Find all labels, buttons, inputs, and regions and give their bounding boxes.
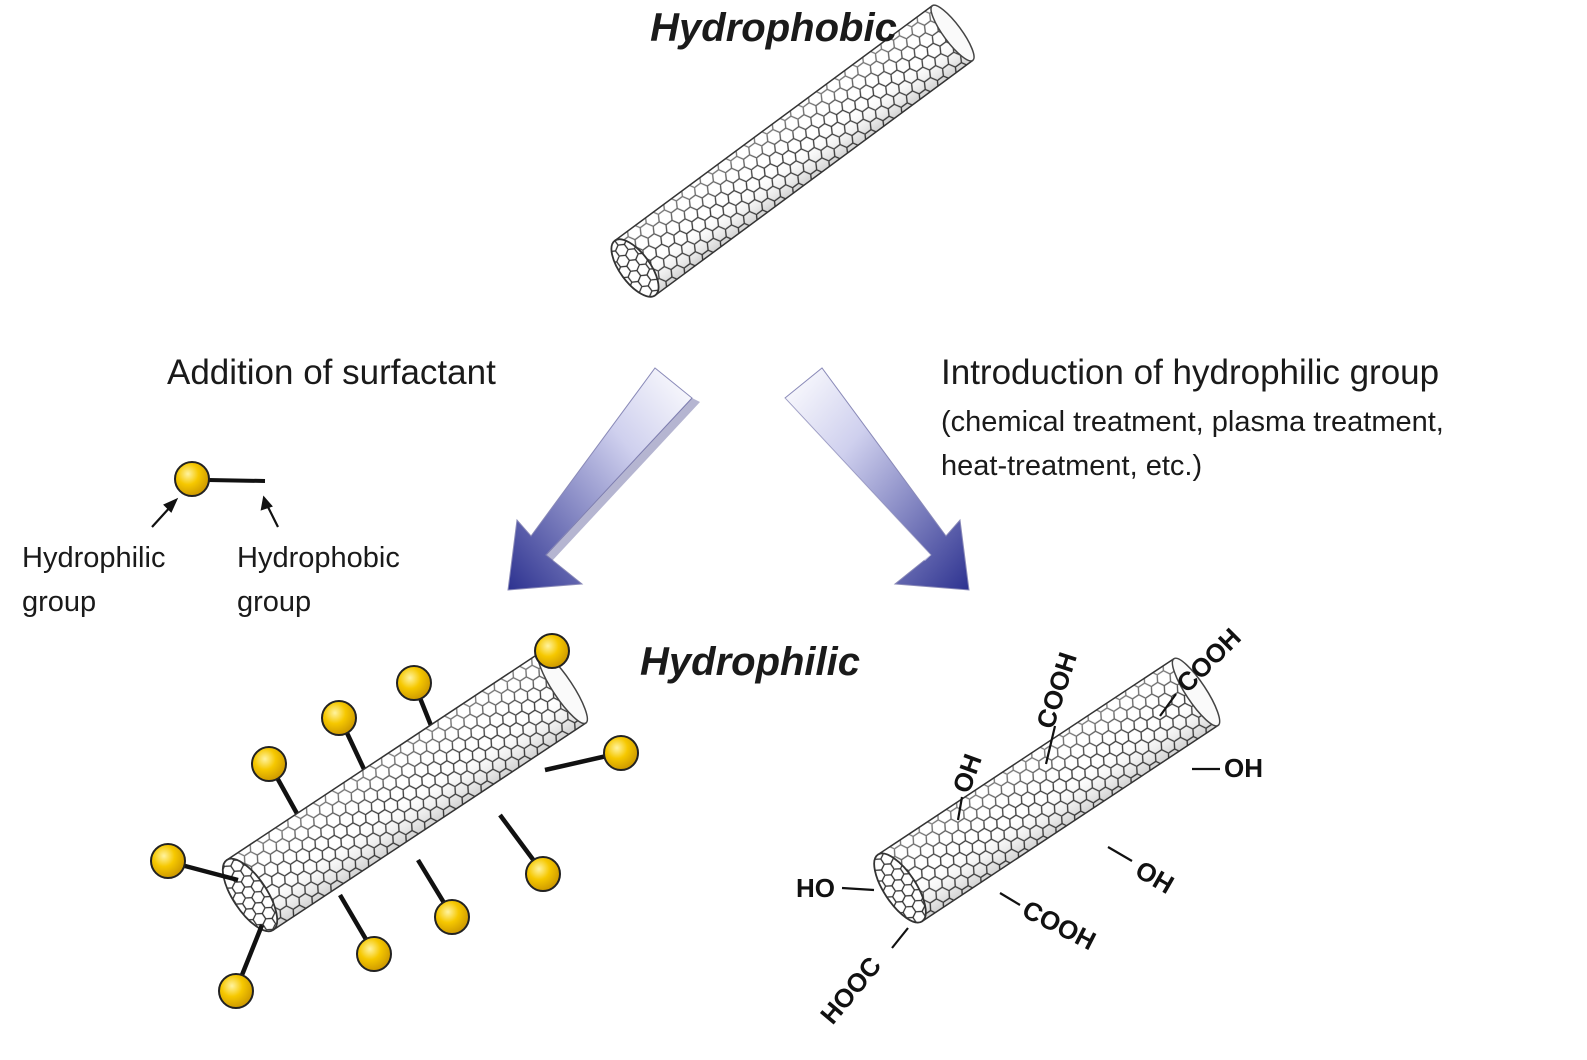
arrow-left [507, 367, 700, 591]
surfactant-legend-molecule [151, 461, 279, 528]
title-hydrophilic: Hydrophilic [640, 640, 861, 684]
legend-hydrophilic-line2: group [22, 586, 97, 618]
group-label-ho: HO [796, 873, 835, 903]
treatment-line-2: heat-treatment, etc.) [941, 450, 1203, 482]
surfactant-head [321, 700, 357, 736]
surfactant-head [603, 735, 639, 771]
surfactant-head [396, 665, 432, 701]
legend-arrow-hydrophobic [260, 495, 279, 528]
surfactant-head [534, 633, 570, 669]
arrow-right [777, 367, 970, 591]
surfactant-head [150, 843, 186, 879]
legend-hydrophobic-group: Hydrophobic group [237, 536, 400, 624]
title-hydrophobic: Hydrophobic [650, 6, 897, 50]
surfactant-head [525, 856, 561, 892]
nanotube-top [610, 4, 975, 298]
nanotube-functionalized [841, 657, 1221, 949]
treatment-line-1: (chemical treatment, plasma treatment, [941, 406, 1444, 438]
nanotube-surfactant [150, 633, 639, 1009]
label-treatment-details: (chemical treatment, plasma treatment, h… [941, 400, 1444, 488]
label-introduction-hydrophilic-group: Introduction of hydrophilic group [941, 353, 1440, 392]
legend-hydrophobic-line1: Hydrophobic [237, 542, 400, 574]
surfactant-head [356, 936, 392, 972]
legend-arrow-hydrophilic [151, 497, 179, 528]
surfactant-head [251, 746, 287, 782]
label-addition-of-surfactant: Addition of surfactant [167, 353, 496, 392]
legend-hydrophilic-line1: Hydrophilic [22, 542, 166, 574]
group-label-oh: OH [1224, 753, 1263, 783]
legend-hydrophobic-line2: group [237, 586, 312, 618]
surfactant-head [218, 973, 254, 1009]
legend-hydrophilic-group: Hydrophilic group [22, 536, 165, 624]
surfactant-head [434, 899, 470, 935]
